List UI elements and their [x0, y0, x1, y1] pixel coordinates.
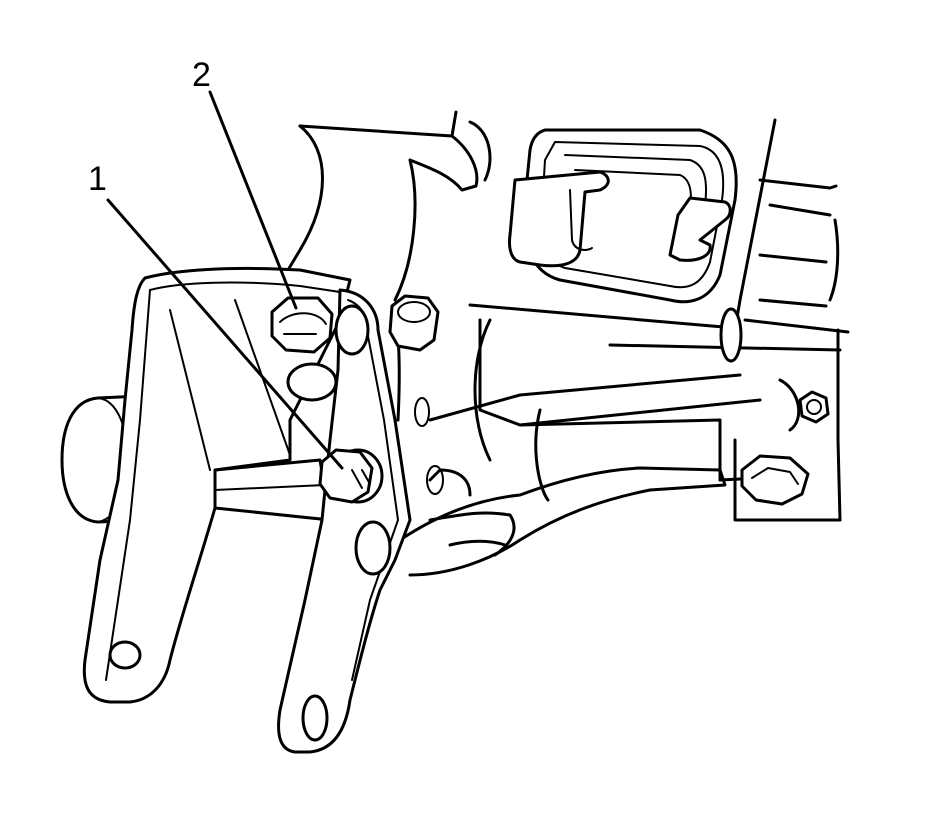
bolt-1 — [318, 448, 384, 504]
bolt-2 — [270, 296, 334, 354]
mid-bolt — [388, 294, 440, 352]
mount-pad — [508, 128, 743, 363]
lower-right-bolt — [740, 454, 810, 506]
right-nut — [798, 390, 830, 424]
leader-line-1 — [106, 198, 344, 470]
leader-line-2 — [208, 90, 298, 310]
callout-2-label: 2 — [192, 56, 211, 94]
mount-bracket — [82, 266, 412, 754]
callout-1-label: 1 — [88, 160, 107, 198]
